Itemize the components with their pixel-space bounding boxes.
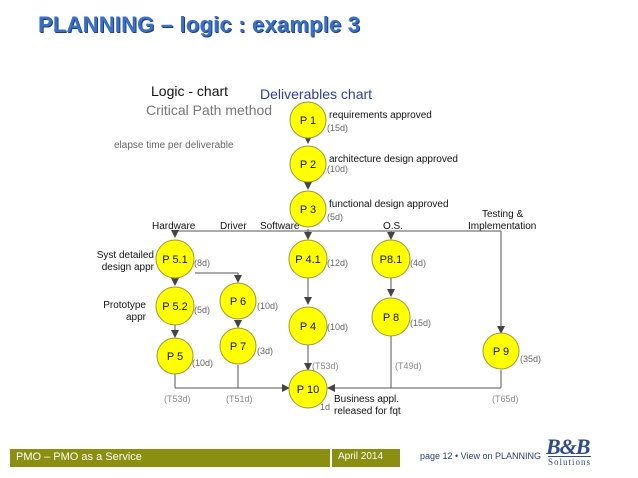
duration-p8-1: (4d)	[410, 258, 426, 268]
duration-p6: (10d)	[257, 301, 278, 311]
node-p1: P 1	[289, 101, 327, 139]
footer-service: PMO – PMO as a Service	[16, 451, 142, 463]
node-label: P 4	[300, 321, 316, 333]
duration-p3: (5d)	[327, 212, 343, 222]
desc-p10-line1: Business appl.	[334, 394, 399, 405]
column-hardware: Hardware	[152, 221, 196, 232]
total-t49: (T49d)	[395, 361, 422, 371]
column-software: Software	[260, 221, 300, 232]
node-p9: P 9	[482, 332, 520, 370]
desc-p1: requirements approved	[329, 110, 432, 121]
node-p4-1: P 4.1	[288, 239, 328, 279]
node-p6: P 6	[219, 282, 257, 320]
connectors	[171, 136, 505, 392]
total-t51: (T51d)	[226, 394, 253, 404]
desc-p5-1-line2: design appr	[102, 262, 155, 273]
node-p4: P 4	[288, 306, 328, 346]
node-label: P 8	[383, 312, 399, 324]
duration-p5-2: (5d)	[194, 305, 210, 315]
node-label: P 1	[300, 115, 316, 127]
desc-p2: architecture design approved	[329, 154, 458, 165]
node-label: P 5	[167, 351, 183, 363]
node-label: P 5.1	[162, 254, 188, 266]
duration-p9: (35d)	[520, 354, 541, 364]
node-p5-2: P 5.2	[155, 286, 195, 326]
footer-page-info: page 12 • View on PLANNING	[420, 451, 542, 461]
company-logo-subtitle: Solutions	[548, 456, 592, 467]
footer-date-box	[332, 449, 400, 467]
column-testing: Testing &	[482, 209, 523, 220]
duration-p7: (3d)	[257, 346, 273, 356]
total-t65: (T65d)	[492, 394, 519, 404]
duration-p5: (10d)	[192, 358, 213, 368]
node-p3: P 3	[289, 190, 327, 228]
elapse-time-label: elapse time per deliverable	[114, 140, 234, 151]
node-label: P 3	[300, 204, 316, 216]
company-logo: B&B	[546, 434, 590, 459]
node-label: P 5.2	[162, 301, 188, 313]
critical-path-heading: Critical Path method	[146, 102, 272, 118]
node-p5-1: P 5.1	[155, 239, 195, 279]
deliverables-chart-heading: Deliverables chart	[260, 86, 372, 102]
node-label: P 9	[493, 346, 509, 358]
duration-p2: (10d)	[327, 164, 348, 174]
node-p8: P 8	[371, 297, 411, 337]
footer-bar	[10, 449, 330, 467]
desc-p3: functional design approved	[329, 199, 449, 210]
total-t53-left: (T53d)	[164, 394, 191, 404]
column-driver: Driver	[220, 221, 247, 232]
node-label: P 10	[297, 384, 319, 396]
node-p7: P 7	[219, 327, 257, 365]
column-os: O.S.	[383, 221, 403, 232]
node-label: P 4.1	[295, 254, 321, 266]
node-label: P 2	[300, 159, 316, 171]
footer-date: April 2014	[338, 451, 384, 462]
node-label: P 7	[230, 341, 246, 353]
desc-p5-2-line1: Prototype	[103, 300, 146, 311]
duration-p8: (15d)	[410, 318, 431, 328]
desc-p10-line2: released for fqt	[334, 406, 401, 417]
totals: (T53d) (T51d) (T53d) (T49d) (T65d)	[164, 361, 519, 404]
node-p5: P 5	[156, 337, 194, 375]
node-p2: P 2	[289, 145, 327, 183]
desc-p5-1-line1: Syst detailed	[97, 250, 154, 261]
node-label: P 6	[230, 296, 246, 308]
node-p10: P 10	[288, 369, 328, 409]
duration-p1: (15d)	[327, 123, 348, 133]
desc-p5-2-line2: appr	[126, 312, 147, 323]
descriptions: requirements approved architecture desig…	[97, 110, 458, 417]
column-implementation: Implementation	[468, 221, 536, 232]
logic-chart-heading: Logic - chart	[151, 83, 228, 99]
duration-p4: (10d)	[327, 322, 348, 332]
node-label: P8.1	[380, 254, 403, 266]
node-p8-1: P8.1	[371, 239, 411, 279]
duration-p5-1: (8d)	[194, 258, 210, 268]
duration-p10: 1d	[320, 402, 330, 412]
total-t53-mid: (T53d)	[312, 361, 339, 371]
slide-title: PLANNING – logic : example 3	[38, 12, 361, 37]
durations: (15d) (10d) (5d) (8d) (12d) (4d) (10d) (…	[192, 123, 541, 412]
duration-p4-1: (12d)	[327, 258, 348, 268]
